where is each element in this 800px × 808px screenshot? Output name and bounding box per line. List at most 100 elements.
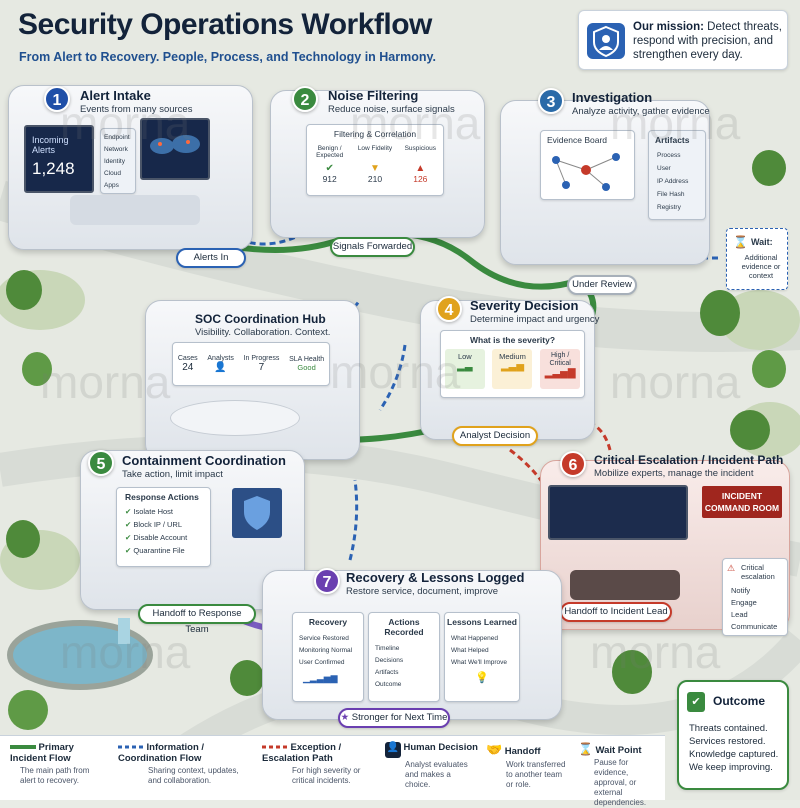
analyst-decision-pill: Analyst Decision bbox=[452, 426, 538, 446]
legend-title: Human Decision bbox=[403, 742, 478, 753]
source-network: Network bbox=[104, 146, 128, 153]
check-icon: ✔ bbox=[325, 163, 334, 174]
incident-wall-screen bbox=[548, 485, 688, 540]
legend-title: Primary Incident Flow bbox=[10, 742, 74, 764]
critical-item-lead: Lead bbox=[731, 610, 748, 619]
artifacts-title: Artifacts bbox=[655, 135, 690, 145]
outcome-line: Threats contained. bbox=[689, 723, 768, 734]
step-desc-noise-filtering: Reduce noise, surface signals bbox=[328, 104, 455, 115]
watermark: morna bbox=[590, 626, 721, 678]
step-title-containment: Containment Coordination bbox=[122, 453, 286, 468]
tree bbox=[8, 690, 48, 730]
legend-primary-flow: Primary Incident Flow The main path from… bbox=[10, 742, 110, 786]
watermark: morna bbox=[610, 97, 741, 149]
bar-chart-icon: ▁▂▃▅▆ bbox=[303, 673, 338, 683]
legend-desc: The main path from alert to recovery. bbox=[20, 766, 90, 785]
legend-info-flow: Information / Coordination Flow Sharing … bbox=[118, 742, 248, 786]
severity-level-label: Low bbox=[457, 352, 472, 361]
check-icon: ✔ bbox=[125, 520, 132, 529]
legend-desc: Pause for evidence, approval, or externa… bbox=[594, 758, 647, 807]
check-icon: ✔ bbox=[125, 546, 132, 555]
stronger-label: Stronger for Next Time bbox=[351, 712, 448, 723]
step-desc-critical-escalation: Mobilize experts, manage the incident bbox=[594, 468, 754, 479]
step-desc-investigation: Analyze activity, gather evidence bbox=[572, 106, 710, 117]
bucket-low-fidelity: Low Fidelity ▼ 210 bbox=[354, 145, 396, 184]
step-desc-containment: Take action, limit impact bbox=[122, 469, 223, 480]
tree bbox=[230, 660, 264, 696]
step-title-severity: Severity Decision bbox=[470, 298, 579, 313]
analyst-desk bbox=[70, 195, 200, 225]
artifact-ip: IP Address bbox=[657, 178, 689, 185]
evidence-board: Evidence Board bbox=[540, 130, 635, 200]
step-title-critical-escalation: Critical Escalation / Incident Path bbox=[594, 453, 784, 467]
step-number-1: 1 bbox=[44, 86, 70, 112]
watermark: morna bbox=[350, 97, 481, 149]
hub-title: SOC Coordination Hub bbox=[195, 312, 326, 326]
severity-question: What is the severity? bbox=[469, 335, 556, 345]
legend-desc: Sharing context, updates, and collaborat… bbox=[148, 766, 239, 785]
watermark: morna bbox=[330, 346, 461, 398]
actions-item: Outcome bbox=[375, 681, 402, 688]
severity-panel: What is the severity? Low▂▃ Medium▂▃▅ Hi… bbox=[440, 330, 585, 398]
incoming-alerts-label: Incoming Alerts bbox=[32, 135, 69, 155]
actions-recorded-card: Actions Recorded Timeline Decisions Arti… bbox=[368, 612, 440, 702]
incident-room-label: INCIDENT COMMAND ROOM bbox=[704, 491, 780, 513]
legend-title: Wait Point bbox=[595, 745, 642, 756]
artifact-registry: Registry bbox=[657, 204, 681, 211]
source-identity: Identity bbox=[104, 158, 125, 165]
hub-meeting-table bbox=[170, 400, 300, 436]
bucket-count: 210 bbox=[367, 174, 383, 184]
mission-text: Detect threats, respond with precision, … bbox=[633, 21, 782, 61]
tree bbox=[6, 270, 42, 310]
artifact-user: User bbox=[657, 165, 671, 172]
outcome-line: We keep improving. bbox=[689, 762, 773, 773]
shield-check-icon: ✔ bbox=[687, 692, 705, 712]
legend-desc: Analyst evaluates and makes a choice. bbox=[405, 760, 468, 789]
analyst-icon: 👤 bbox=[214, 362, 227, 373]
action-isolate-host: ✔ Isolate Host bbox=[125, 507, 173, 516]
outcome-line: Services restored. bbox=[689, 736, 766, 747]
handshake-icon: 🤝 bbox=[486, 742, 503, 757]
hub-col-value: Good bbox=[297, 363, 316, 372]
source-apps: Apps bbox=[104, 182, 119, 189]
critical-item-communicate: Communicate bbox=[731, 622, 778, 631]
actions-item: Timeline bbox=[375, 645, 400, 652]
team-shield-icon bbox=[587, 23, 625, 59]
bucket-suspicious: Suspicious ▲ 126 bbox=[399, 145, 441, 184]
bars-high-icon: ▂▃▅▇ bbox=[544, 368, 576, 379]
hub-col-analysts: Analysts👤 bbox=[207, 355, 233, 373]
info-flow-swatch bbox=[118, 745, 144, 749]
primary-flow-swatch bbox=[10, 745, 36, 749]
severity-medium: Medium▂▃▅ bbox=[492, 349, 533, 389]
response-actions-panel: Response Actions ✔ Isolate Host ✔ Block … bbox=[116, 487, 211, 567]
action-quarantine-file: ✔ Quarantine File bbox=[125, 546, 185, 555]
info-flow-line bbox=[348, 479, 359, 561]
tree bbox=[700, 290, 740, 336]
alert-sources-list: Endpoint Network Identity Cloud Apps bbox=[100, 128, 136, 194]
evidence-board-title: Evidence Board bbox=[547, 135, 608, 145]
step-number-5: 5 bbox=[88, 450, 114, 476]
step-title-investigation: Investigation bbox=[572, 90, 653, 105]
legend-wait-point: ⌛ Wait Point Pause for evidence, approva… bbox=[578, 742, 663, 808]
person-icon: 👤 bbox=[385, 742, 401, 758]
watermark: morna bbox=[60, 626, 191, 678]
recovery-item: User Confirmed bbox=[299, 659, 345, 666]
hub-col-label: SLA Health bbox=[289, 356, 325, 363]
recovery-item: Monitoring Normal bbox=[299, 647, 353, 654]
lessons-learned-title: Lessons Learned bbox=[447, 617, 517, 627]
alerts-in-pill: Alerts In bbox=[176, 248, 246, 268]
wait-point-box: ⌛ Wait: Additional evidence or context bbox=[726, 228, 788, 290]
legend-title: Information / Coordination Flow bbox=[118, 742, 205, 764]
world-map-screen bbox=[140, 118, 210, 180]
escalation-swatch bbox=[262, 745, 288, 749]
tree bbox=[752, 350, 786, 388]
incident-command-sign: INCIDENT COMMAND ROOM bbox=[702, 486, 782, 518]
legend-handoff: 🤝 Handoff Work transferred to another te… bbox=[486, 742, 571, 790]
source-endpoint: Endpoint bbox=[104, 134, 130, 141]
bucket-count: 126 bbox=[413, 174, 428, 184]
severity-level-label: High / Critical bbox=[549, 352, 571, 367]
